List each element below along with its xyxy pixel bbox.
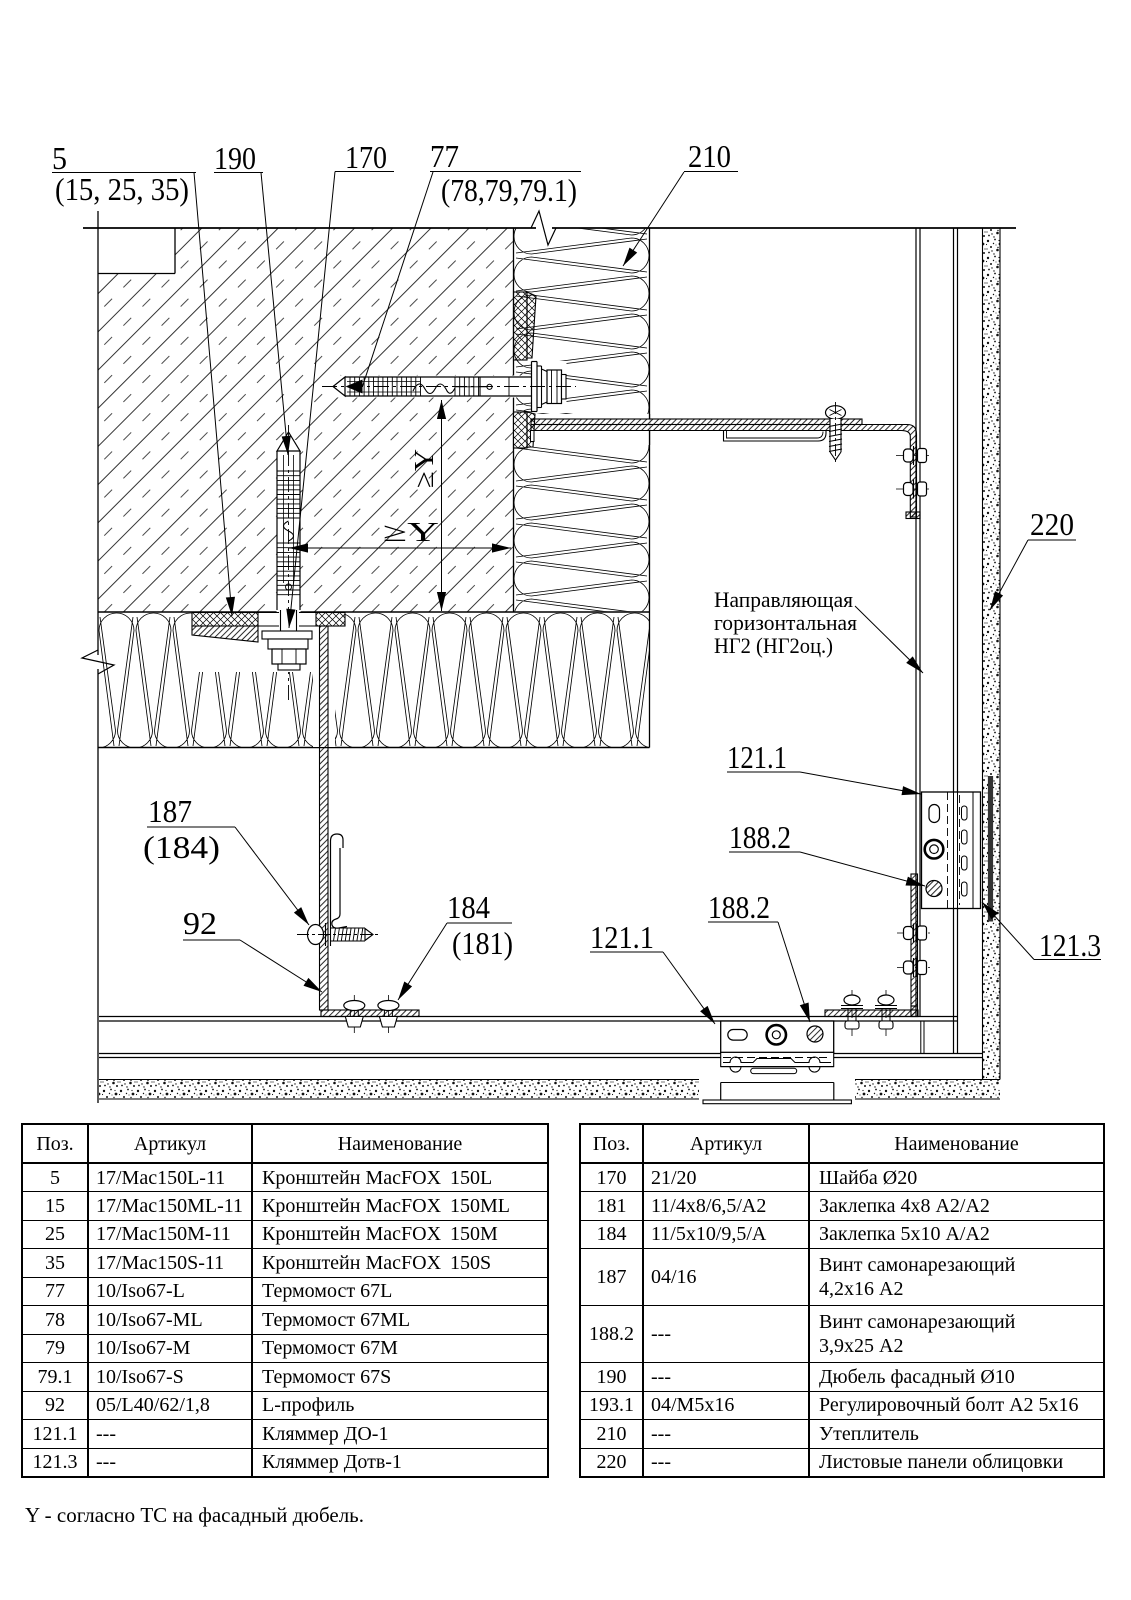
svg-text:(15, 25, 35): (15, 25, 35) <box>55 171 189 207</box>
svg-text:Направляющая: Направляющая <box>714 587 853 612</box>
svg-text:(184): (184) <box>143 829 220 865</box>
svg-text:170: 170 <box>345 139 387 175</box>
svg-text:92: 92 <box>183 905 217 941</box>
svg-text:≥Y: ≥Y <box>409 449 439 488</box>
svg-text:(78,79,79.1): (78,79,79.1) <box>441 172 577 208</box>
svg-text:188.2: 188.2 <box>729 819 791 855</box>
svg-text:220: 220 <box>1030 506 1074 542</box>
svg-text:184: 184 <box>447 889 490 925</box>
svg-text:≥Y: ≥Y <box>383 517 439 547</box>
svg-text:121.3: 121.3 <box>1039 927 1101 963</box>
svg-text:5: 5 <box>52 140 67 176</box>
svg-text:горизонтальная: горизонтальная <box>714 610 857 635</box>
svg-text:(181): (181) <box>452 925 513 961</box>
svg-text:188.2: 188.2 <box>708 889 770 925</box>
svg-text:187: 187 <box>148 793 192 829</box>
svg-text:НГ2 (НГ2оц.): НГ2 (НГ2оц.) <box>714 633 833 658</box>
svg-text:77: 77 <box>430 138 459 174</box>
svg-text:210: 210 <box>688 138 731 174</box>
svg-text:121.1: 121.1 <box>727 739 787 775</box>
svg-text:190: 190 <box>214 140 256 176</box>
svg-text:121.1: 121.1 <box>590 919 654 955</box>
